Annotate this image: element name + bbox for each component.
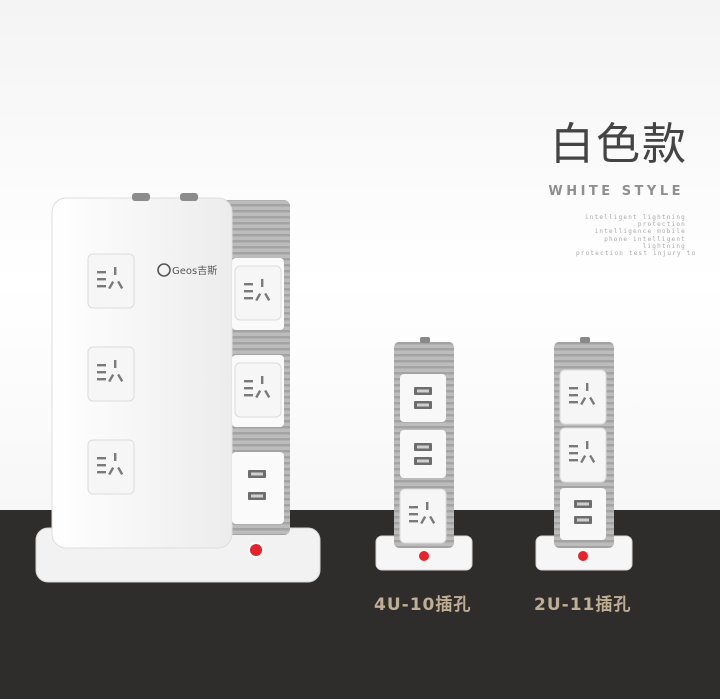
tower-2u (535, 337, 633, 571)
usb-panel (400, 374, 446, 422)
top-button (180, 193, 198, 201)
outlet (87, 253, 135, 309)
outlet (399, 488, 447, 544)
outlet (559, 427, 607, 483)
product-label-4u: 4U-10插孔 (374, 595, 472, 615)
power-switch (248, 542, 264, 558)
outlet (234, 362, 282, 418)
style-subtitle: WHITE STYLE (548, 184, 684, 199)
usb-port (414, 401, 432, 409)
usb-panel (560, 488, 606, 540)
power-switch (578, 551, 588, 561)
page-title: 白色款 (550, 119, 688, 170)
power-switch (419, 551, 429, 561)
tower-4u (375, 337, 473, 571)
tagline-line: intelligence mobile (594, 228, 686, 236)
brand-logo: Geos吉斯 (157, 263, 217, 277)
usb-port (574, 500, 592, 508)
usb-port (574, 516, 592, 524)
tagline-line: lightning (642, 242, 686, 250)
brand-logo-text: Geos吉斯 (172, 264, 217, 277)
tagline-line: protection (637, 221, 686, 229)
product-label-2u: 2U-11插孔 (534, 595, 632, 615)
tagline-line: intelligent lightning (584, 214, 686, 221)
tagline-line: phone intelligent (604, 235, 686, 243)
usb-port (248, 470, 266, 478)
outlet (87, 346, 135, 402)
usb-port (414, 387, 432, 395)
outlet (559, 369, 607, 425)
usb-panel (232, 452, 284, 524)
top-button (132, 193, 150, 201)
usb-port (414, 457, 432, 465)
tower-body (51, 197, 233, 549)
usb-panel (400, 430, 446, 478)
usb-port (414, 443, 432, 451)
top-button (580, 337, 590, 343)
outlet (234, 265, 282, 321)
tagline-block: intelligent lightning protection intelli… (576, 214, 697, 258)
tagline-line: protection test injury to (576, 250, 697, 258)
usb-port (248, 492, 266, 500)
tower-large: Geos吉斯 (35, 193, 321, 583)
outlet (87, 439, 135, 495)
top-button (420, 337, 430, 343)
